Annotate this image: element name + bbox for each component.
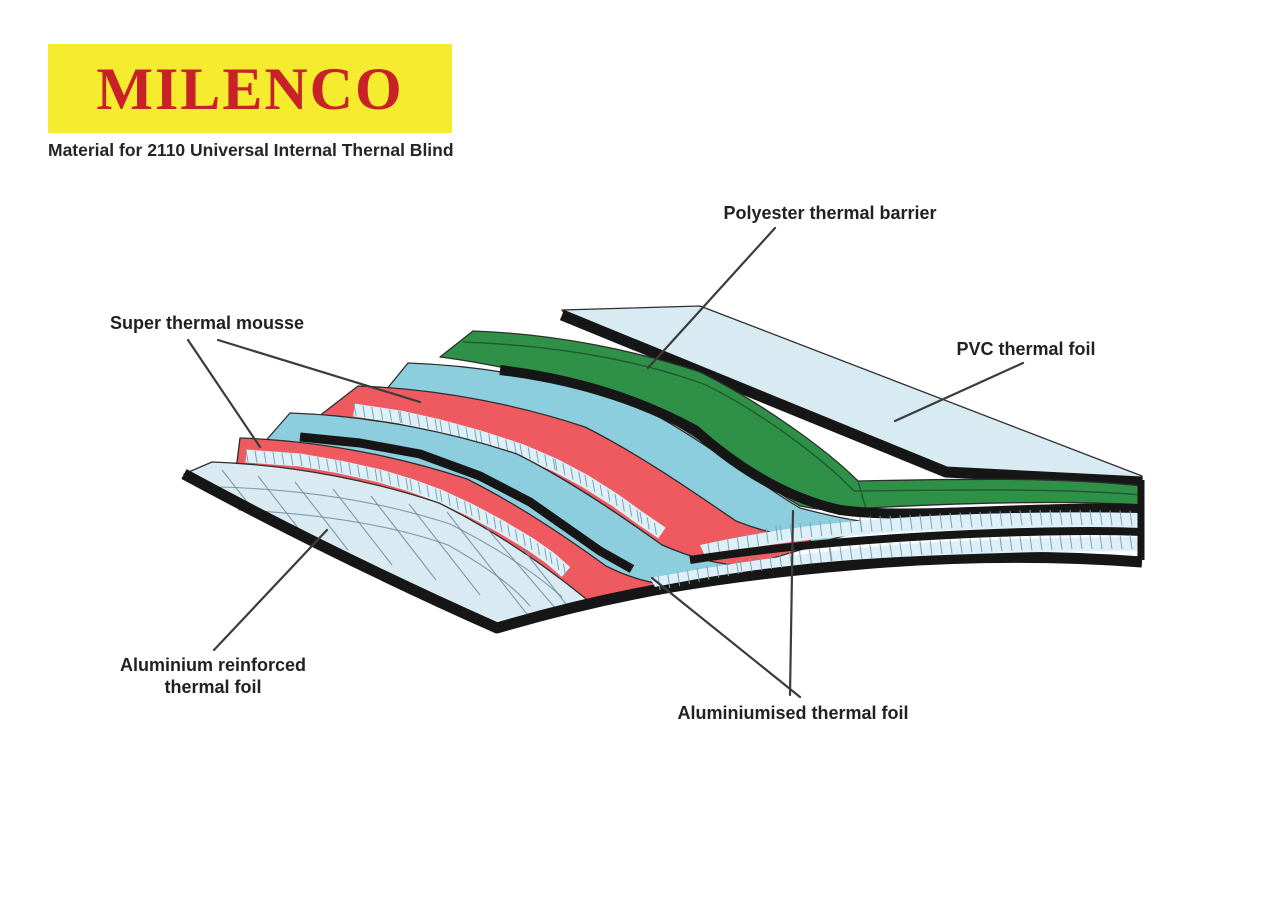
pvc-edge-black-strip: [559, 309, 1143, 488]
barrier-fold-edge: [857, 480, 867, 510]
leader-aluminiumised-left: [650, 576, 802, 699]
hatch-ticks-upper-riser: [353, 403, 657, 535]
foil-edge-hatch-lower: [245, 449, 571, 577]
milenco-logo: MILENCO: [48, 44, 452, 133]
leader-mousse-lower: [186, 338, 262, 449]
hatch-tick-marks: [707, 509, 1133, 559]
hatch-tick-marks: [353, 403, 657, 535]
barrier-crease-line: [462, 341, 1143, 496]
leader-aluminiumised-right: [788, 509, 795, 697]
barrier-underside-black-edge: [499, 365, 1141, 519]
reinforced-foil-grid-long-line-2: [237, 509, 531, 607]
subtitle: Material for 2110 Universal Internal The…: [48, 140, 454, 160]
leader-mousse-upper: [216, 338, 422, 404]
leader-polyester: [646, 226, 777, 370]
hatch-ticks-lower-riser: [245, 449, 566, 576]
sandwich-black-band: [689, 526, 1141, 564]
label-super-thermal-mousse: Super thermal mousse: [110, 313, 304, 333]
hatch-tick-marks: [245, 449, 566, 576]
label-polyester-thermal-barrier: Polyester thermal barrier: [723, 203, 936, 223]
milenco-logo-text: MILENCO: [96, 55, 404, 122]
reinforced-foil-grid-lines: [221, 469, 567, 619]
black-edge-under-lower-cyan: [299, 432, 635, 573]
reinforced-foil-grid-long-line-1: [219, 486, 563, 598]
label-aluminiumised-thermal-foil: Aluminiumised thermal foil: [677, 703, 908, 723]
bottom-black-edge: [181, 469, 1143, 634]
leader-pvc: [893, 361, 1025, 423]
hatch-ticks-sandwich-band-1: [707, 509, 1133, 559]
label-aluminium-reinforced-line1: Aluminium reinforced: [120, 655, 306, 675]
sandwich-foil-band-2: [650, 537, 1140, 587]
leader-reinforced: [212, 528, 329, 652]
sandwich-foil-band-1: [700, 512, 1140, 556]
label-pvc-thermal-foil: PVC thermal foil: [956, 339, 1095, 359]
label-aluminium-reinforced-line2: thermal foil: [164, 677, 261, 697]
